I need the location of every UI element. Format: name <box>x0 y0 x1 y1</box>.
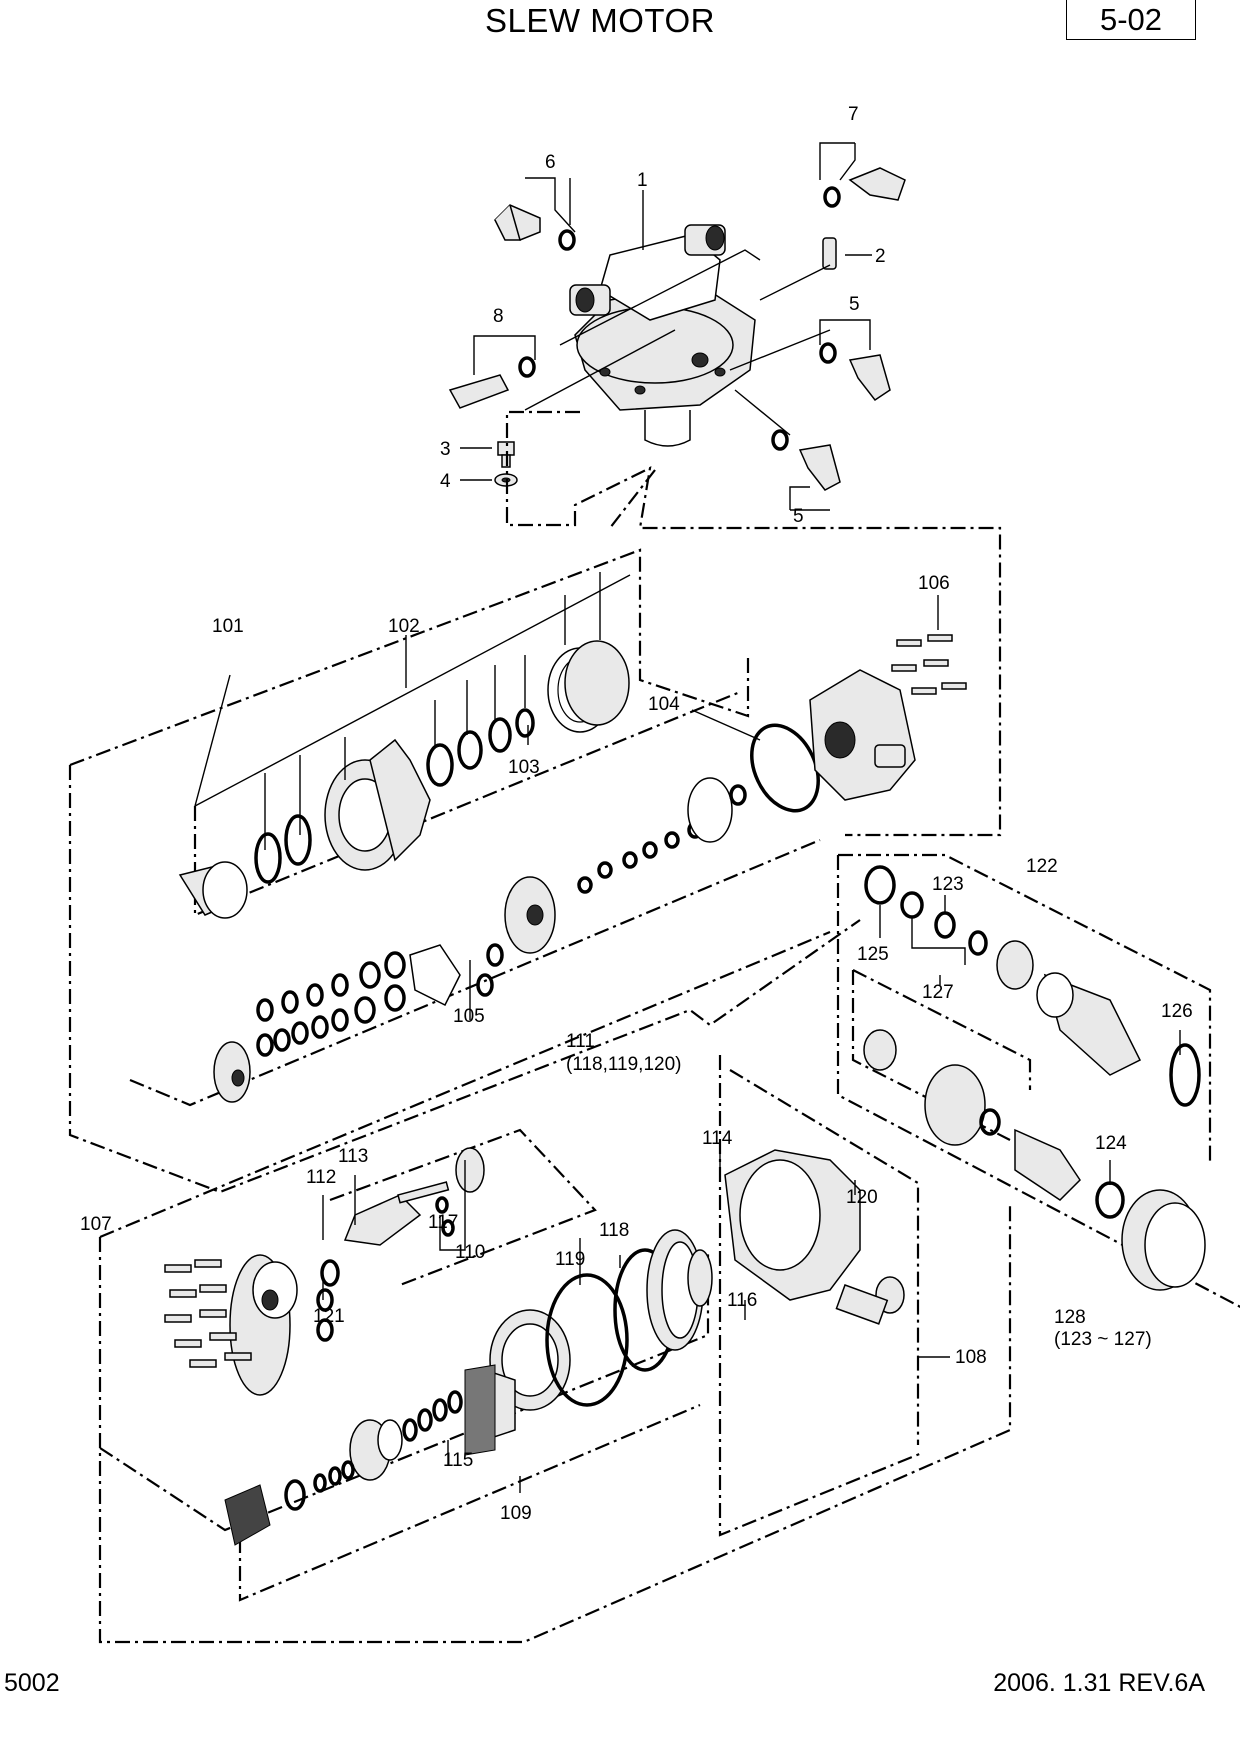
callout-2: 2 <box>875 246 886 267</box>
cover-plate-104 <box>750 669 916 813</box>
callout-3: 3 <box>440 439 451 460</box>
elbow-fitting-6 <box>493 204 576 251</box>
callout-112: 112 <box>306 1167 336 1188</box>
elbow-fitting-5-lower <box>771 429 841 491</box>
housing-108 <box>724 1149 905 1325</box>
page-number-box: 5-02 <box>1066 0 1196 40</box>
callout-128-includes: (123 ~ 127) <box>1054 1329 1152 1350</box>
callout-6: 6 <box>545 152 556 173</box>
top-leaders <box>460 142 872 511</box>
callout-126: 126 <box>1161 1001 1193 1022</box>
callout-115: 115 <box>443 1450 473 1471</box>
group-101-outline <box>69 548 750 767</box>
callout-5-upper: 5 <box>849 294 860 315</box>
footer-revision: 2006. 1.31 REV.6A <box>993 1669 1205 1697</box>
callout-101: 101 <box>212 616 244 637</box>
callout-111: 111 <box>566 1031 595 1052</box>
callout-1: 1 <box>637 170 648 191</box>
assembly-link-outline <box>505 466 1002 837</box>
planetary-parts <box>213 777 747 1103</box>
callout-125: 125 <box>857 944 889 965</box>
brake-parts <box>224 1147 713 1546</box>
callout-103: 103 <box>508 757 540 778</box>
callout-109: 109 <box>500 1503 532 1524</box>
callout-108: 108 <box>955 1347 987 1368</box>
middle-leaders <box>194 572 939 1020</box>
callout-7: 7 <box>848 104 859 125</box>
callout-110: 110 <box>455 1242 485 1263</box>
callout-122: 122 <box>1026 856 1058 877</box>
page-title: SLEW MOTOR <box>485 2 715 39</box>
group-102-outline <box>193 690 741 917</box>
bolts-106 <box>891 634 967 695</box>
callout-labels: 1 2 3 4 5 5 6 7 8 101 102 103 104 105 10… <box>80 104 1193 1524</box>
elbow-fitting-5-upper <box>819 342 891 402</box>
valve-leaders <box>879 895 1181 1185</box>
callout-124: 124 <box>1095 1133 1127 1154</box>
callout-123: 123 <box>932 874 964 895</box>
footer-page-code: 5002 <box>4 1669 60 1697</box>
valve-parts <box>863 865 1206 1291</box>
callout-4: 4 <box>440 471 451 492</box>
callout-128: 128 <box>1054 1307 1086 1328</box>
lower-body-link <box>505 410 656 529</box>
bolt-set-107 <box>164 1259 252 1368</box>
callout-8: 8 <box>493 306 504 327</box>
bottom-leaders <box>322 1150 950 1493</box>
group-111-outline <box>718 1055 923 1537</box>
callout-104: 104 <box>648 694 680 715</box>
pin-2 <box>822 237 837 270</box>
callout-102: 102 <box>388 616 420 637</box>
callout-116: 116 <box>727 1290 757 1311</box>
callout-127: 127 <box>922 982 954 1003</box>
callout-120: 120 <box>846 1187 878 1208</box>
elbow-fitting-7 <box>823 167 906 208</box>
callout-105: 105 <box>453 1006 485 1027</box>
callout-121: 121 <box>313 1306 345 1327</box>
callout-114: 114 <box>702 1128 733 1149</box>
callout-117: 117 <box>428 1212 458 1233</box>
straight-fitting-8 <box>448 356 536 409</box>
callout-111-includes: (118,119,120) <box>566 1054 682 1075</box>
callout-107: 107 <box>80 1214 112 1235</box>
group-107-outline <box>98 1205 1012 1644</box>
motor-assembly-drawing <box>569 224 756 447</box>
callout-106: 106 <box>918 573 950 594</box>
callout-118: 118 <box>599 1220 629 1241</box>
callout-119: 119 <box>555 1249 585 1270</box>
page-number: 5-02 <box>1099 1 1163 37</box>
gear-shaft-parts <box>178 640 630 919</box>
group-110-outline <box>329 1128 597 1287</box>
callout-113: 113 <box>338 1146 368 1167</box>
callout-5-lower: 5 <box>793 506 804 527</box>
group-122-outline <box>838 853 1212 1162</box>
